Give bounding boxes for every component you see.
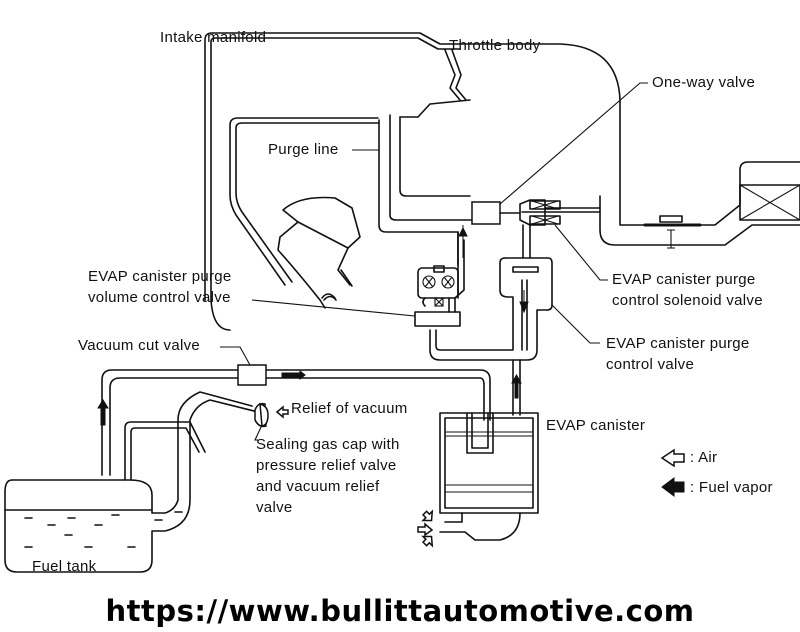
label-intake-manifold: Intake manifold (160, 29, 267, 46)
label-one-way-valve: One-way valve (652, 74, 756, 91)
engine-piston (277, 196, 361, 309)
fuel-level-dashes (24, 511, 183, 548)
label-fuel-tank: Fuel tank (32, 558, 97, 575)
label-purge-control-solenoid-valve: EVAP canister purge control solenoid val… (612, 269, 763, 311)
canister-air-inlet-arrows (417, 509, 434, 548)
intake-manifold (204, 32, 461, 331)
label-purge-line: Purge line (268, 141, 339, 158)
label-line: control solenoid valve (612, 292, 763, 309)
legend (660, 448, 685, 497)
label-line: and vacuum relief (256, 478, 380, 495)
label-throttle-body: Throttle body (449, 37, 541, 54)
evap-canister (417, 412, 539, 548)
purge-volume-control-valve (251, 225, 468, 327)
label-evap-canister: EVAP canister (546, 417, 646, 434)
label-line: pressure relief valve (256, 457, 397, 474)
label-line: volume control valve (88, 289, 231, 306)
label-relief-of-vacuum: Relief of vacuum (291, 400, 408, 417)
label-line: control valve (606, 356, 695, 373)
legend-air-label: : Air (690, 449, 718, 466)
label-line: valve (256, 499, 293, 516)
watermark-url: https://www.bullittautomotive.com (105, 594, 695, 628)
label-line: EVAP canister purge (606, 335, 750, 352)
label-line: EVAP canister purge (88, 268, 232, 285)
throttle-body (399, 43, 800, 249)
label-vacuum-cut-valve: Vacuum cut valve (78, 337, 201, 354)
purge-control-solenoid-valve (519, 199, 608, 281)
label-line: EVAP canister purge (612, 271, 756, 288)
legend-fuel-vapor-label: : Fuel vapor (690, 479, 773, 496)
label-line: Sealing gas cap with (256, 436, 400, 453)
fuel-vapor-arrow-icon (661, 477, 685, 497)
purge-line (352, 114, 475, 266)
air-arrow-icon (660, 448, 685, 468)
vacuum-cut-valve (97, 346, 491, 476)
purge-control-valve (429, 224, 600, 361)
label-purge-control-valve: EVAP canister purge control valve (606, 333, 750, 375)
fuel-tank (4, 391, 289, 573)
canister-purge-line (511, 359, 522, 416)
label-purge-volume-control-valve: EVAP canister purge volume control valve (88, 266, 232, 308)
one-way-valve (471, 82, 648, 225)
label-sealing-gas-cap: Sealing gas cap with pressure relief val… (256, 434, 400, 518)
